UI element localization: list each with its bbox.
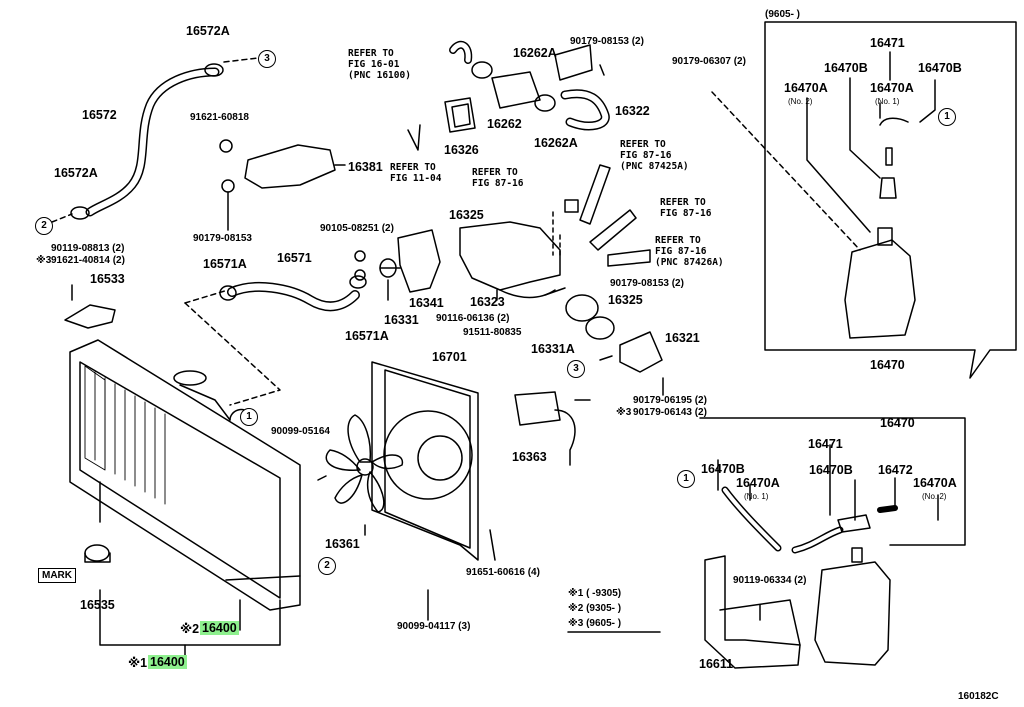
part-90179-06143: 90179-06143 (2) bbox=[633, 407, 707, 418]
part-16535: 16535 bbox=[80, 598, 115, 612]
part-91621-60818: 91621-60818 bbox=[190, 112, 249, 123]
part-16381: 16381 bbox=[348, 160, 383, 174]
part-16470B-top: 16470B bbox=[824, 61, 868, 75]
star-mark-3b: ※3 bbox=[616, 407, 632, 418]
part-16323: 16323 bbox=[470, 295, 505, 309]
part-16331A: 16331A bbox=[531, 342, 575, 356]
note-no2b: (No. 2) bbox=[922, 492, 947, 501]
part-16471-bot: 16471 bbox=[808, 437, 843, 451]
part-16262A: 16262A bbox=[513, 46, 557, 60]
part-16322: 16322 bbox=[615, 104, 650, 118]
part-90119-08813: 90119-08813 (2) bbox=[51, 243, 125, 254]
diagram-code: 160182C bbox=[958, 691, 999, 702]
note-no1: (No. 1) bbox=[875, 97, 900, 106]
part-16341: 16341 bbox=[409, 296, 444, 310]
circle-ref-2-b: 2 bbox=[318, 557, 336, 575]
part-16470B-top-2: 16470B bbox=[918, 61, 962, 75]
part-16470-bot: 16470 bbox=[880, 416, 915, 430]
circle-ref-3-a: 3 bbox=[258, 50, 276, 68]
part-91651-60616: 91651-60616 (4) bbox=[466, 567, 540, 578]
part-16470-top: 16470 bbox=[870, 358, 905, 372]
part-16572: 16572 bbox=[82, 108, 117, 122]
note-no1b: (No. 1) bbox=[744, 492, 769, 501]
mark-box: MARK bbox=[38, 568, 76, 583]
circle-ref-1-a: 1 bbox=[240, 408, 258, 426]
bracket-16381 bbox=[244, 144, 336, 189]
circle-ref-3-b: 3 bbox=[567, 360, 585, 378]
part-90179-08153-3: 90179-08153 (2) bbox=[610, 278, 684, 289]
part-16701: 16701 bbox=[432, 350, 467, 364]
part-16262: 16262 bbox=[487, 117, 522, 131]
part-16572A: 16572A bbox=[186, 24, 230, 38]
part-90099-04117: 90099-04117 (3) bbox=[397, 621, 471, 632]
radiator bbox=[69, 339, 301, 611]
part-16325: 16325 bbox=[449, 208, 484, 222]
part-16571A: 16571A bbox=[203, 257, 247, 271]
bracket-16611 bbox=[704, 555, 801, 669]
legend-2: ※2 (9305- ) bbox=[568, 603, 622, 614]
part-16471-top: 16471 bbox=[870, 36, 905, 50]
part-16400-star1: 16400 bbox=[148, 655, 187, 669]
refer-fig-87-16-d: REFER TO FIG 87-16 (PNC 87426A) bbox=[655, 235, 724, 268]
part-16572A-2: 16572A bbox=[54, 166, 98, 180]
fan-shroud bbox=[371, 361, 479, 561]
circle-ref-2-a: 2 bbox=[35, 217, 53, 235]
refer-fig-16-01: REFER TO FIG 16-01 (PNC 16100) bbox=[348, 48, 411, 81]
part-16325-2: 16325 bbox=[608, 293, 643, 307]
part-16611: 16611 bbox=[699, 657, 734, 671]
part-16472: 16472 bbox=[878, 463, 913, 477]
water-housing-16323 bbox=[459, 221, 561, 291]
part-16470A-top-1: 16470A bbox=[784, 81, 828, 95]
legend-1: ※1 ( -9305) bbox=[568, 588, 622, 599]
part-16470B-bot-2: 16470B bbox=[809, 463, 853, 477]
refer-fig-11-04: REFER TO FIG 11-04 bbox=[390, 162, 442, 184]
part-16571A-2: 16571A bbox=[345, 329, 389, 343]
part-16533: 16533 bbox=[90, 272, 125, 286]
part-90119-06334: 90119-06334 (2) bbox=[733, 575, 807, 586]
part-16363: 16363 bbox=[512, 450, 547, 464]
part-16470A-bot: 16470A bbox=[736, 476, 780, 490]
part-90179-06307: 90179-06307 (2) bbox=[672, 56, 746, 67]
part-90116-06136: 90116-06136 (2) bbox=[436, 313, 510, 324]
part-91511-80835: 91511-80835 bbox=[463, 327, 522, 338]
note-no2: (No. 2) bbox=[788, 97, 813, 106]
legend-3: ※3 (9605- ) bbox=[568, 618, 622, 629]
part-91621-40814: 91621-40814 (2) bbox=[51, 255, 125, 266]
inset-header: (9605- ) bbox=[765, 9, 801, 20]
part-16470B-bot: 16470B bbox=[701, 462, 745, 476]
part-16326: 16326 bbox=[444, 143, 479, 157]
inset-frame bbox=[764, 21, 1017, 379]
star-mark-3a: ※3 bbox=[36, 255, 52, 266]
part-90179-08153: 90179-08153 bbox=[193, 233, 252, 244]
part-90099-05164: 90099-05164 bbox=[271, 426, 330, 437]
part-90105-08251: 90105-08251 (2) bbox=[320, 223, 394, 234]
part-16571: 16571 bbox=[277, 251, 312, 265]
part-16321: 16321 bbox=[665, 331, 700, 345]
refer-fig-87-16-c: REFER TO FIG 87-16 bbox=[660, 197, 712, 219]
refer-fig-87-16-a: REFER TO FIG 87-16 bbox=[472, 167, 524, 189]
part-16470A-top-2: 16470A bbox=[870, 81, 914, 95]
part-16470A-bot-2: 16470A bbox=[913, 476, 957, 490]
reservoir-tank-lower bbox=[814, 561, 891, 666]
circle-ref-1-c: 1 bbox=[677, 470, 695, 488]
part-16400-star2: 16400 bbox=[200, 621, 239, 635]
part-90179-06195: 90179-06195 (2) bbox=[633, 395, 707, 406]
part-16361: 16361 bbox=[325, 537, 360, 551]
part-16262A-2: 16262A bbox=[534, 136, 578, 150]
refer-fig-87-16-b: REFER TO FIG 87-16 (PNC 87425A) bbox=[620, 139, 689, 172]
part-16331: 16331 bbox=[384, 313, 419, 327]
reservoir-tank-inset bbox=[844, 239, 916, 339]
star-mark-1: ※1 bbox=[128, 656, 148, 670]
star-mark-2: ※2 bbox=[180, 622, 200, 636]
part-90179-08153-2: 90179-08153 (2) bbox=[570, 36, 644, 47]
circle-ref-1-b: 1 bbox=[938, 108, 956, 126]
